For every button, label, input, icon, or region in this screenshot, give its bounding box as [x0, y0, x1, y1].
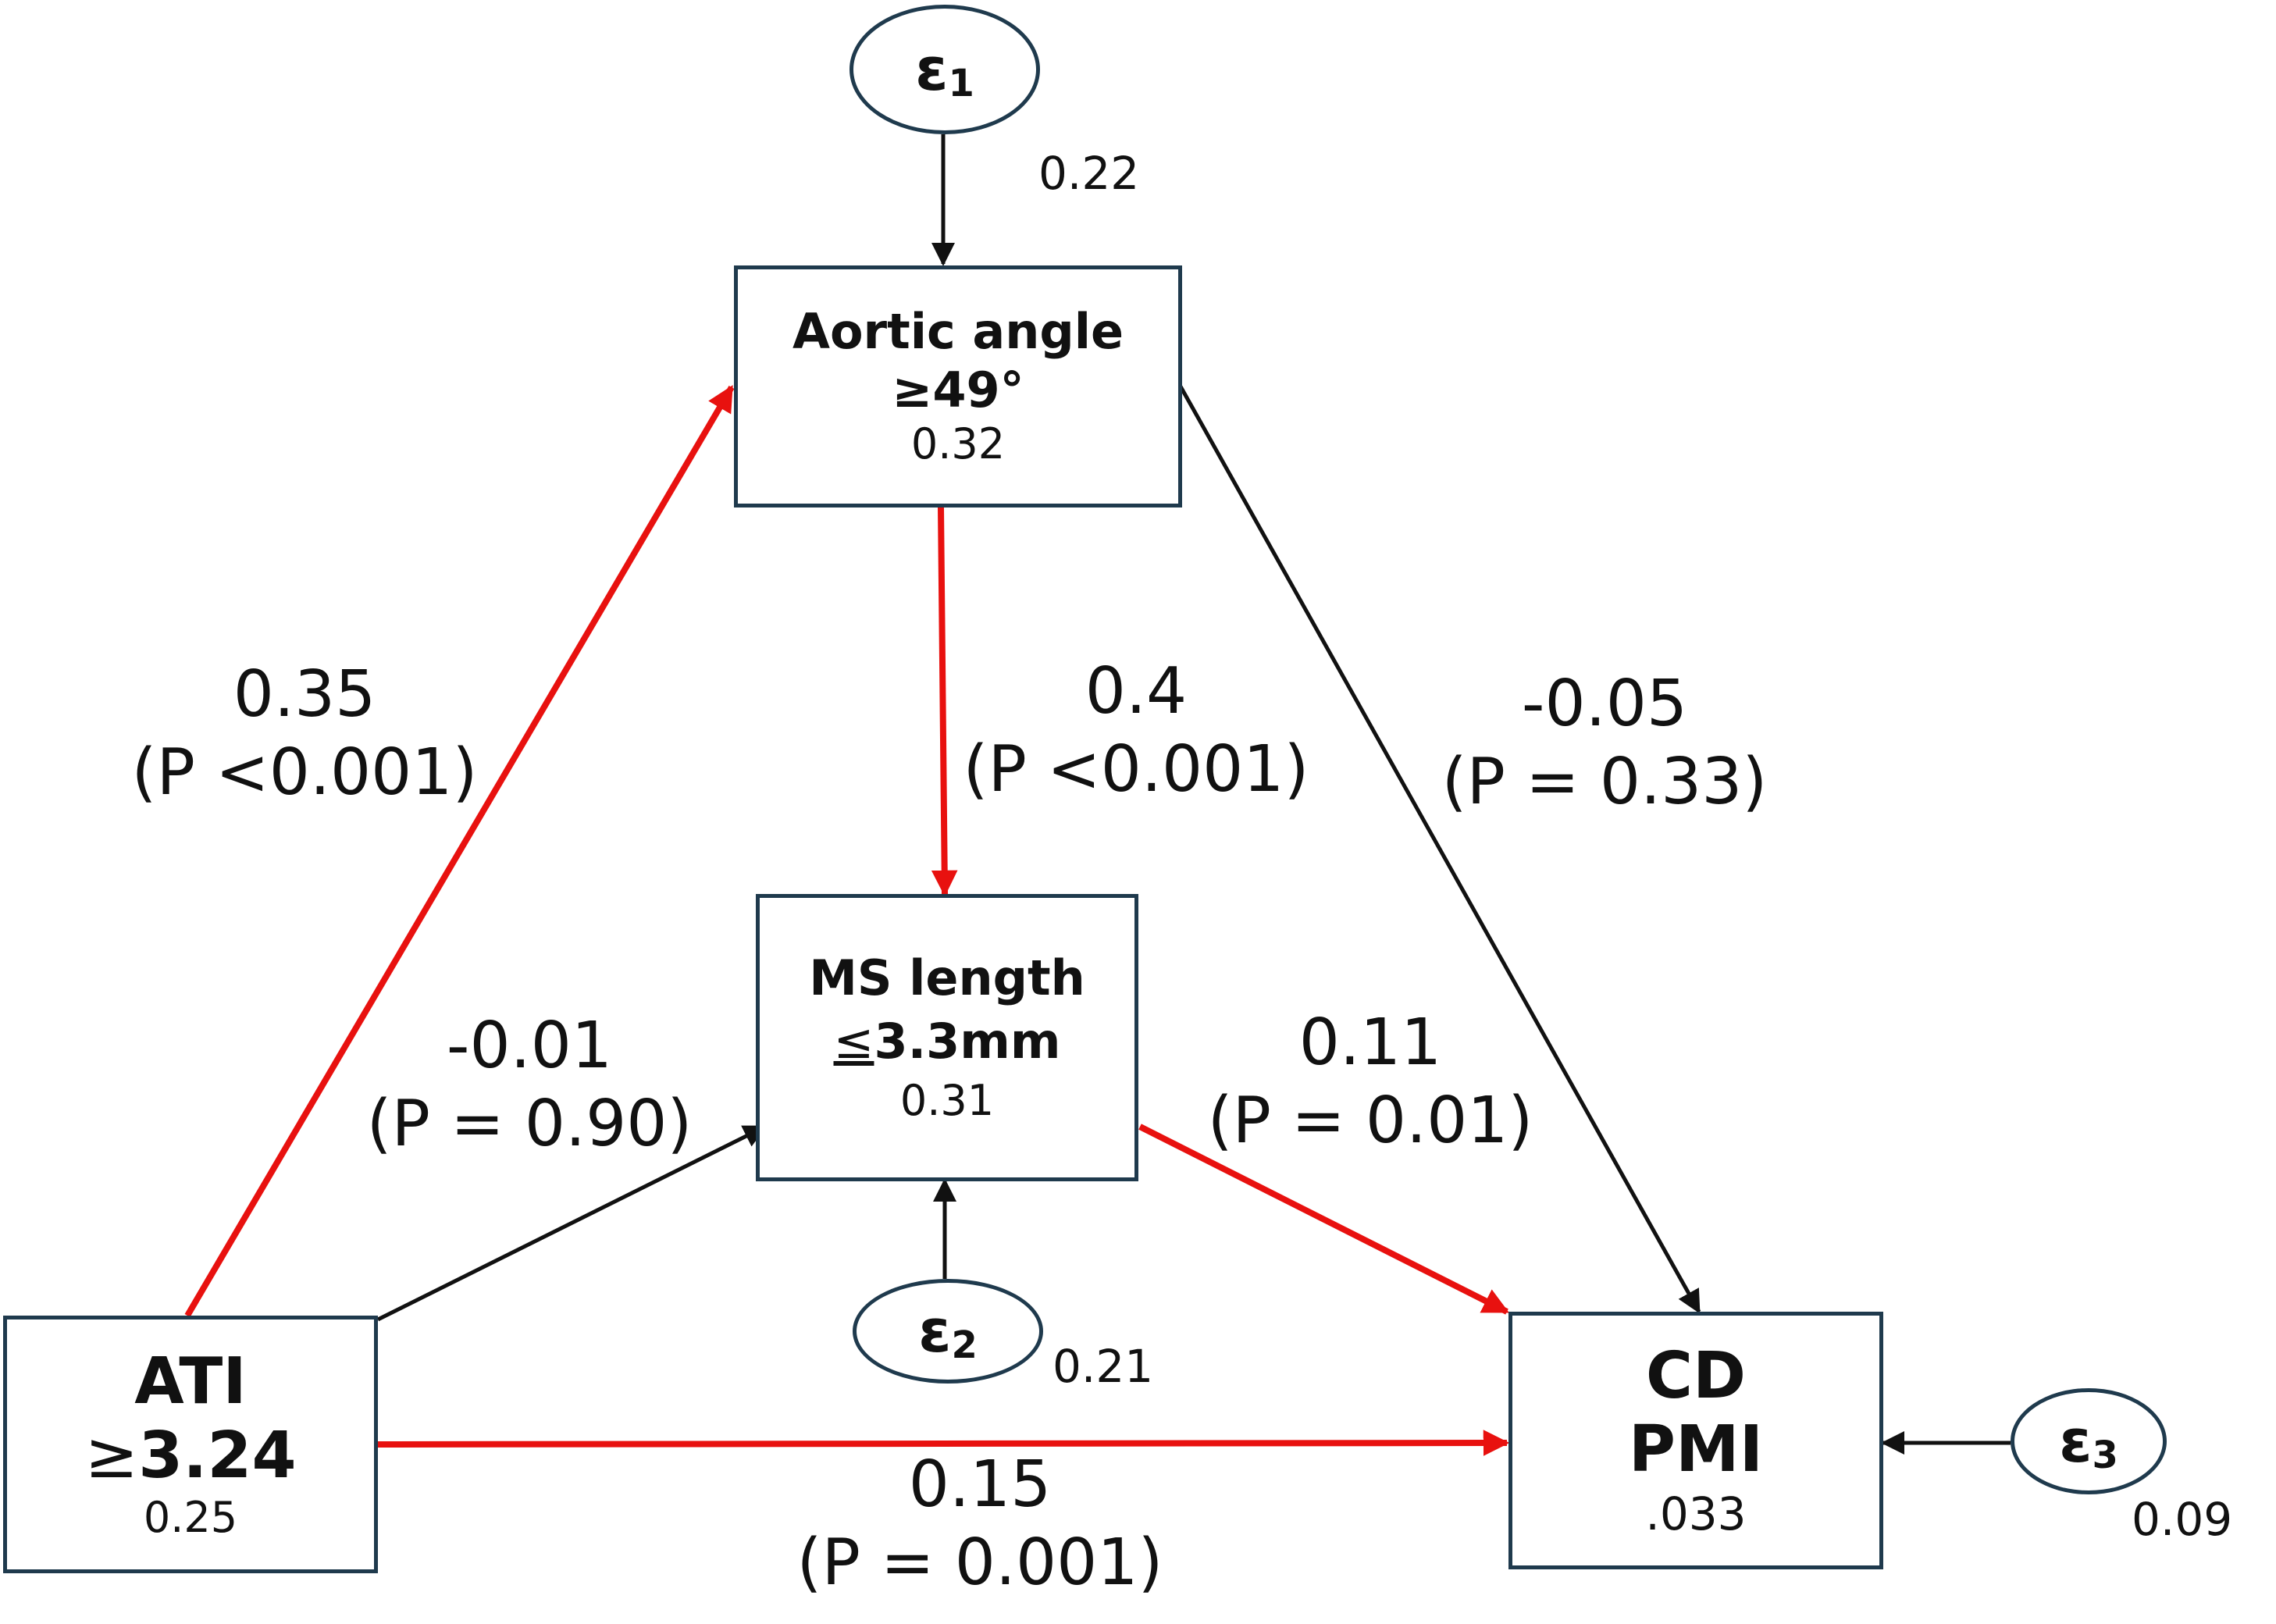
node-ati: ATI ≥3.24 0.25 — [3, 1316, 378, 1573]
node-cd-pmi: CD PMI .033 — [1508, 1312, 1883, 1569]
ms-length-label: MS length — [809, 949, 1085, 1007]
coef-ms-cd: 0.11 — [1298, 1006, 1442, 1080]
pvalue-ati-aortic: (P <0.001) — [131, 735, 478, 810]
coef-aortic-cd: -0.05 — [1521, 667, 1688, 741]
node-ms-length: MS length ≤3.3mm 0.31 — [756, 894, 1138, 1181]
e3-variance: 0.09 — [2132, 1493, 2233, 1546]
ge-symbol: ≥ — [84, 1418, 139, 1493]
le-symbol: ≤ — [833, 1012, 874, 1070]
epsilon-symbol: ε — [915, 34, 949, 104]
aortic-angle-threshold: ≥49° — [892, 361, 1024, 418]
ms-length-value: 0.31 — [899, 1075, 995, 1125]
epsilon-symbol: ε — [2059, 1406, 2093, 1476]
label-aortic-ms: 0.4 (P <0.001) — [956, 653, 1316, 809]
ati-label: ATI — [134, 1344, 247, 1419]
label-ati-aortic: 0.35 (P <0.001) — [125, 656, 484, 812]
label-ms-cd: 0.11 (P = 0.01) — [1191, 1004, 1550, 1160]
e1-variance: 0.22 — [1038, 147, 1140, 200]
arrow-ms-to-cd — [1138, 1124, 1510, 1315]
epsilon-subscript: 2 — [951, 1323, 978, 1367]
ati-value: 0.25 — [143, 1492, 238, 1542]
pmi-label: PMI — [1628, 1412, 1764, 1487]
ati-threshold: ≥3.24 — [84, 1418, 297, 1493]
coef-ati-ms: -0.01 — [446, 1009, 613, 1083]
arrow-aortic-to-ms — [931, 507, 958, 897]
pvalue-aortic-ms: (P <0.001) — [963, 732, 1309, 807]
pvalue-ati-cd: (P = 0.001) — [796, 1526, 1163, 1601]
ms-length-threshold: ≤3.3mm — [833, 1012, 1061, 1070]
node-aortic-angle: Aortic angle ≥49° 0.32 — [734, 265, 1182, 508]
pvalue-ati-ms: (P = 0.90) — [366, 1087, 693, 1162]
coef-aortic-ms: 0.4 — [1085, 654, 1188, 728]
arrow-ati-to-ms — [376, 1124, 768, 1322]
arrow-ati-to-cd — [377, 1430, 1510, 1456]
pvalue-aortic-cd: (P = 0.33) — [1441, 745, 1768, 820]
epsilon-subscript: 3 — [2092, 1433, 2118, 1477]
aortic-angle-value: 0.32 — [910, 418, 1006, 468]
e2-variance: 0.21 — [1053, 1340, 1154, 1393]
coef-ati-cd: 0.15 — [908, 1448, 1052, 1522]
label-aortic-cd: -0.05 (P = 0.33) — [1425, 665, 1784, 821]
cd-label: CD — [1645, 1338, 1747, 1413]
arrow-ati-to-aortic — [184, 385, 735, 1318]
epsilon-subscript: 1 — [948, 62, 974, 105]
coef-ati-aortic: 0.35 — [233, 657, 376, 732]
arrow-aortic-to-cd — [1178, 385, 1701, 1314]
epsilon-symbol: ε — [918, 1296, 952, 1366]
aortic-angle-label: Aortic angle — [792, 303, 1124, 361]
label-ati-cd: 0.15 (P = 0.001) — [785, 1446, 1175, 1602]
label-ati-ms: -0.01 (P = 0.90) — [350, 1007, 709, 1163]
cd-pmi-value: .033 — [1645, 1487, 1747, 1540]
pvalue-ms-cd: (P = 0.01) — [1207, 1084, 1533, 1159]
